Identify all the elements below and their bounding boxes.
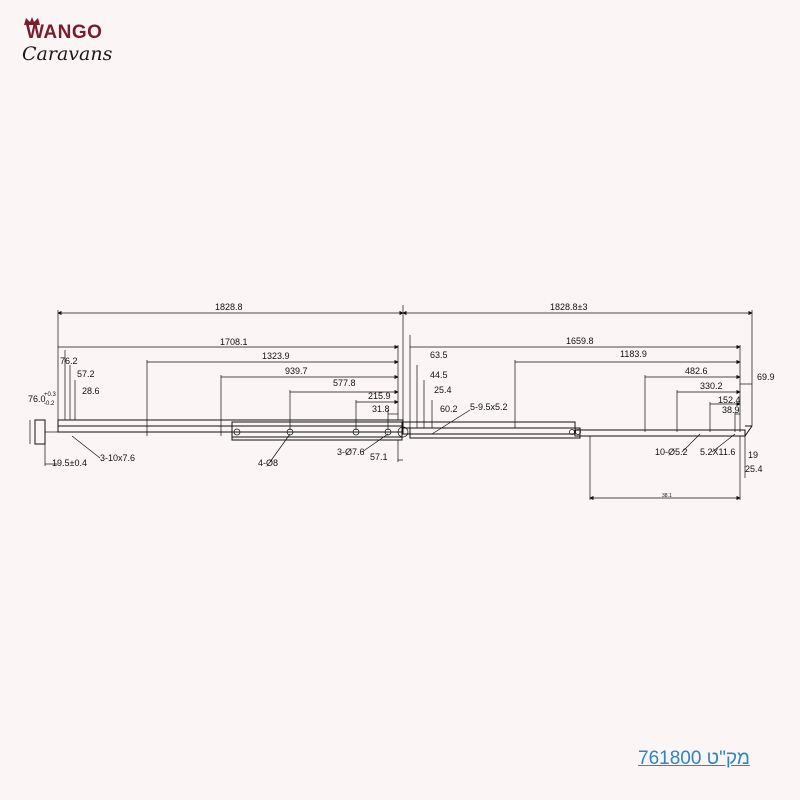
dim-label: 1828.8 xyxy=(215,302,243,312)
note-label: 5-9.5x5.2 xyxy=(470,402,508,412)
brand-name-line1: WANGO xyxy=(26,22,103,43)
sku-link[interactable]: מק"ט 761800 xyxy=(638,748,750,769)
note-label: 4-Ø8 xyxy=(258,458,278,468)
dim-label: 1708.1 xyxy=(220,337,248,347)
dim-label: 57.1 xyxy=(370,452,388,462)
dim-label: 577.8 xyxy=(333,378,356,388)
tolerance-label: -0.2 xyxy=(44,401,55,407)
slide-rail xyxy=(34,419,753,445)
dim-label: 330.2 xyxy=(700,381,723,391)
crown-icon xyxy=(24,17,40,25)
dim-label: 44.5 xyxy=(430,370,448,380)
brand-logo: WANGO Caravans xyxy=(22,16,132,66)
dim-label: 38.1 xyxy=(662,493,672,499)
dim-label: 152.4 xyxy=(718,395,741,405)
dim-label: 63.5 xyxy=(430,350,448,360)
dim-label: 76.2 xyxy=(60,356,78,366)
dim-label: 1323.9 xyxy=(262,351,290,361)
dim-label: 25.4 xyxy=(434,385,452,395)
tolerance-label: +0.3 xyxy=(44,392,57,398)
dim-label: 215.9 xyxy=(368,391,391,401)
brand-name-line2: Caravans xyxy=(22,43,113,65)
dim-label: 69.9 xyxy=(757,372,775,382)
dim-label: 1828.8±3 xyxy=(550,302,587,312)
dim-label: 57.2 xyxy=(77,369,95,379)
dim-label: 31.8 xyxy=(372,404,390,414)
dimension-labels: 1828.8 1828.8±3 1708.1 1323.9 939.7 577.… xyxy=(28,302,775,499)
note-label: 3-Ø7.6 xyxy=(337,447,365,457)
dim-label: 60.2 xyxy=(440,404,458,414)
dim-label: 25.4 xyxy=(745,464,763,474)
dim-label: 482.6 xyxy=(685,366,708,376)
dim-label: 19.5±0.4 xyxy=(52,458,87,468)
extension-lines xyxy=(44,305,753,500)
dim-label: 939.7 xyxy=(285,366,308,376)
dim-label: 28.6 xyxy=(82,386,100,396)
note-label: 10-Ø5.2 xyxy=(655,447,688,457)
dim-label: 1659.8 xyxy=(566,336,594,346)
dim-label: 38.9 xyxy=(722,405,740,415)
dim-label: 19 xyxy=(748,450,758,460)
note-label: 5.2X11.6 xyxy=(700,447,735,457)
dimension-lines xyxy=(29,310,753,501)
dim-label: 76.0 xyxy=(28,394,46,404)
dim-label: 1183.9 xyxy=(620,349,647,359)
note-label: 3-10x7.6 xyxy=(100,453,135,463)
